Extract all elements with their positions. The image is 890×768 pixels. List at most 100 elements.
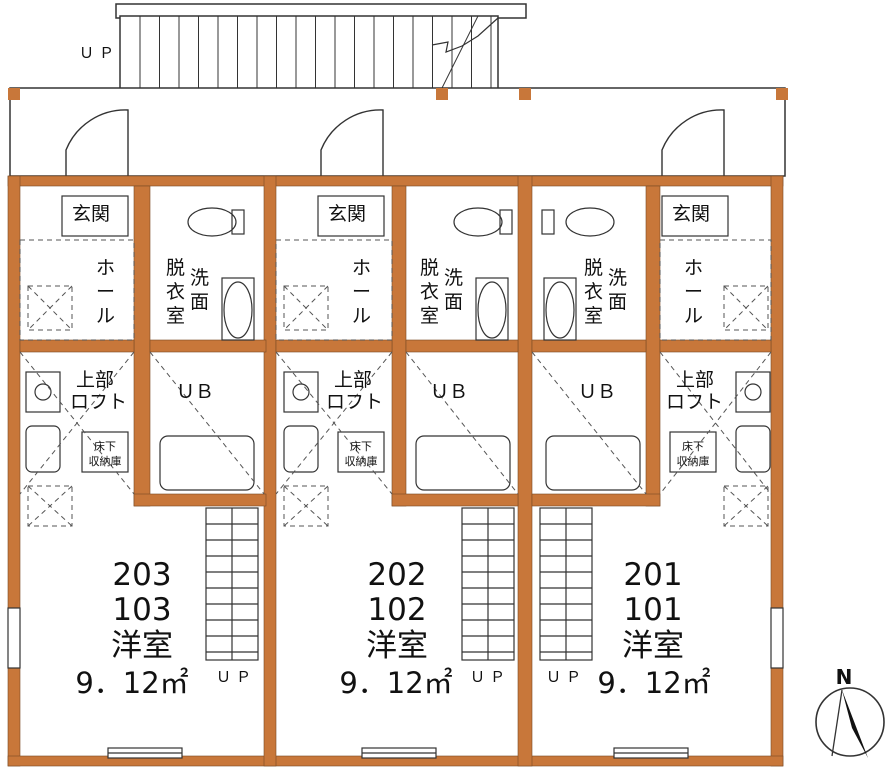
washbasin-icon [545,281,575,339]
storage-label-1: 床下 [682,439,704,453]
burner-icon [744,383,762,401]
vent-diagonal [283,285,329,331]
wall-segment [19,339,135,353]
vent-box [283,285,329,331]
wall-segment [391,185,407,507]
bath-diagonal [531,351,647,495]
room-number-upper: 201 [623,557,682,593]
washbasin-icon [223,281,253,339]
hall-outline [19,239,135,341]
loft-label-1: 上部 [676,369,714,391]
vent-diagonal [723,285,769,331]
burner-icon [292,383,310,401]
room-area: 9．12㎡ [339,666,452,700]
sink-icon [735,425,771,473]
side-window-right [770,607,784,669]
vent-box [27,485,73,527]
room-number-upper: 202 [367,557,426,593]
toilet-tank [499,209,513,235]
room-type: 洋室 [366,628,428,664]
vanity [475,277,509,341]
storage-label-2: 収納庫 [677,454,710,468]
north-compass: N [815,665,885,758]
bath-label: ＵＢ [430,381,468,403]
stove-icon [25,371,61,413]
loft-label-1: 上部 [334,369,372,391]
hall-outline [275,239,393,341]
bathtub-icon [159,435,255,491]
stair-up-label: ＵＰ [546,668,586,686]
loft-diagonal [19,351,135,495]
bath-label: ＵＢ [578,381,616,403]
washbasin-icon [477,281,507,339]
washroom-label: 脱衣室 洗面 [166,257,209,327]
entrance-area [61,195,129,237]
stair-up-label: ＵＰ [216,668,256,686]
hall-outline [659,239,772,341]
wall-segment [391,493,519,507]
storage-label-2: 収納庫 [89,454,122,468]
room-number-lower: 101 [623,592,682,628]
vent-box [27,285,73,331]
side-window-left [7,607,21,669]
wall-segment [275,339,393,353]
unit-a: 玄関 ホール 脱衣室 洗面 ＵＢ 上部 ロフト 床下 収納庫 203 103 洋… [70,203,256,700]
loft-label-2: ロフト [666,391,723,413]
hall-label: ホール [684,257,703,327]
washroom-label: 脱衣室 洗面 [420,257,463,327]
stair-up-label: ＵＰ [470,668,510,686]
bath-diagonal [405,351,519,495]
washroom-label: 脱衣室 洗面 [584,257,627,327]
wall-segment [149,339,267,353]
room-number-lower: 102 [367,592,426,628]
wall-segment [7,175,784,187]
stairs-up-label: ＵＰ [79,44,119,62]
stove-icon [735,371,771,413]
wall-segment [645,185,661,507]
room-area: 9．12㎡ [597,666,710,700]
loft-label-1: 上部 [76,369,114,391]
vent-box [723,485,769,527]
unit-c: 玄関 ホール 脱衣室 洗面 ＵＢ 上部 ロフト 床下 収納庫 201 101 洋… [546,203,723,700]
wall-segment [133,493,267,507]
dashed-outlines [19,239,772,527]
entrance-area [661,195,729,237]
hall-label: ホール [96,257,115,327]
wall-segment [133,185,151,507]
wall-segment [405,339,519,353]
north-label: N [836,665,853,689]
toilet-tank [231,209,245,235]
bath-label: ＵＢ [176,381,214,403]
room-area: 9．12㎡ [75,666,188,700]
storage-label-1: 床下 [94,439,116,453]
storage-box [669,431,717,473]
unit-b: 玄関 ホール 脱衣室 洗面 ＵＢ 上部 ロフト 床下 収納庫 202 102 洋… [326,203,510,700]
vanity [543,277,577,341]
storage-label-2: 収納庫 [345,454,378,468]
sink-icon [25,425,61,473]
entrance-doors [65,109,725,176]
wall-segment [531,339,647,353]
vent-box [723,285,769,331]
loft-diagonal [275,351,393,495]
corridor [8,87,788,177]
bathtub-icon [415,435,511,491]
wall-segment [770,175,784,767]
storage-box [337,431,385,473]
entrance-area [317,195,385,237]
bathtub-icon [545,435,641,491]
loft-diagonal [659,351,772,495]
wall-segment [263,175,277,767]
vanity [221,277,255,341]
exterior-staircase: ＵＰ [79,3,527,93]
stove-icon [283,371,319,413]
sink-icon [283,425,319,473]
wall-segment [7,175,21,767]
wall-segment [517,175,533,767]
storage-label-1: 床下 [350,439,372,453]
entrance-label: 玄関 [72,203,110,225]
burner-icon [34,383,52,401]
room-number-lower: 103 [112,592,171,628]
wall-segment [659,339,772,353]
